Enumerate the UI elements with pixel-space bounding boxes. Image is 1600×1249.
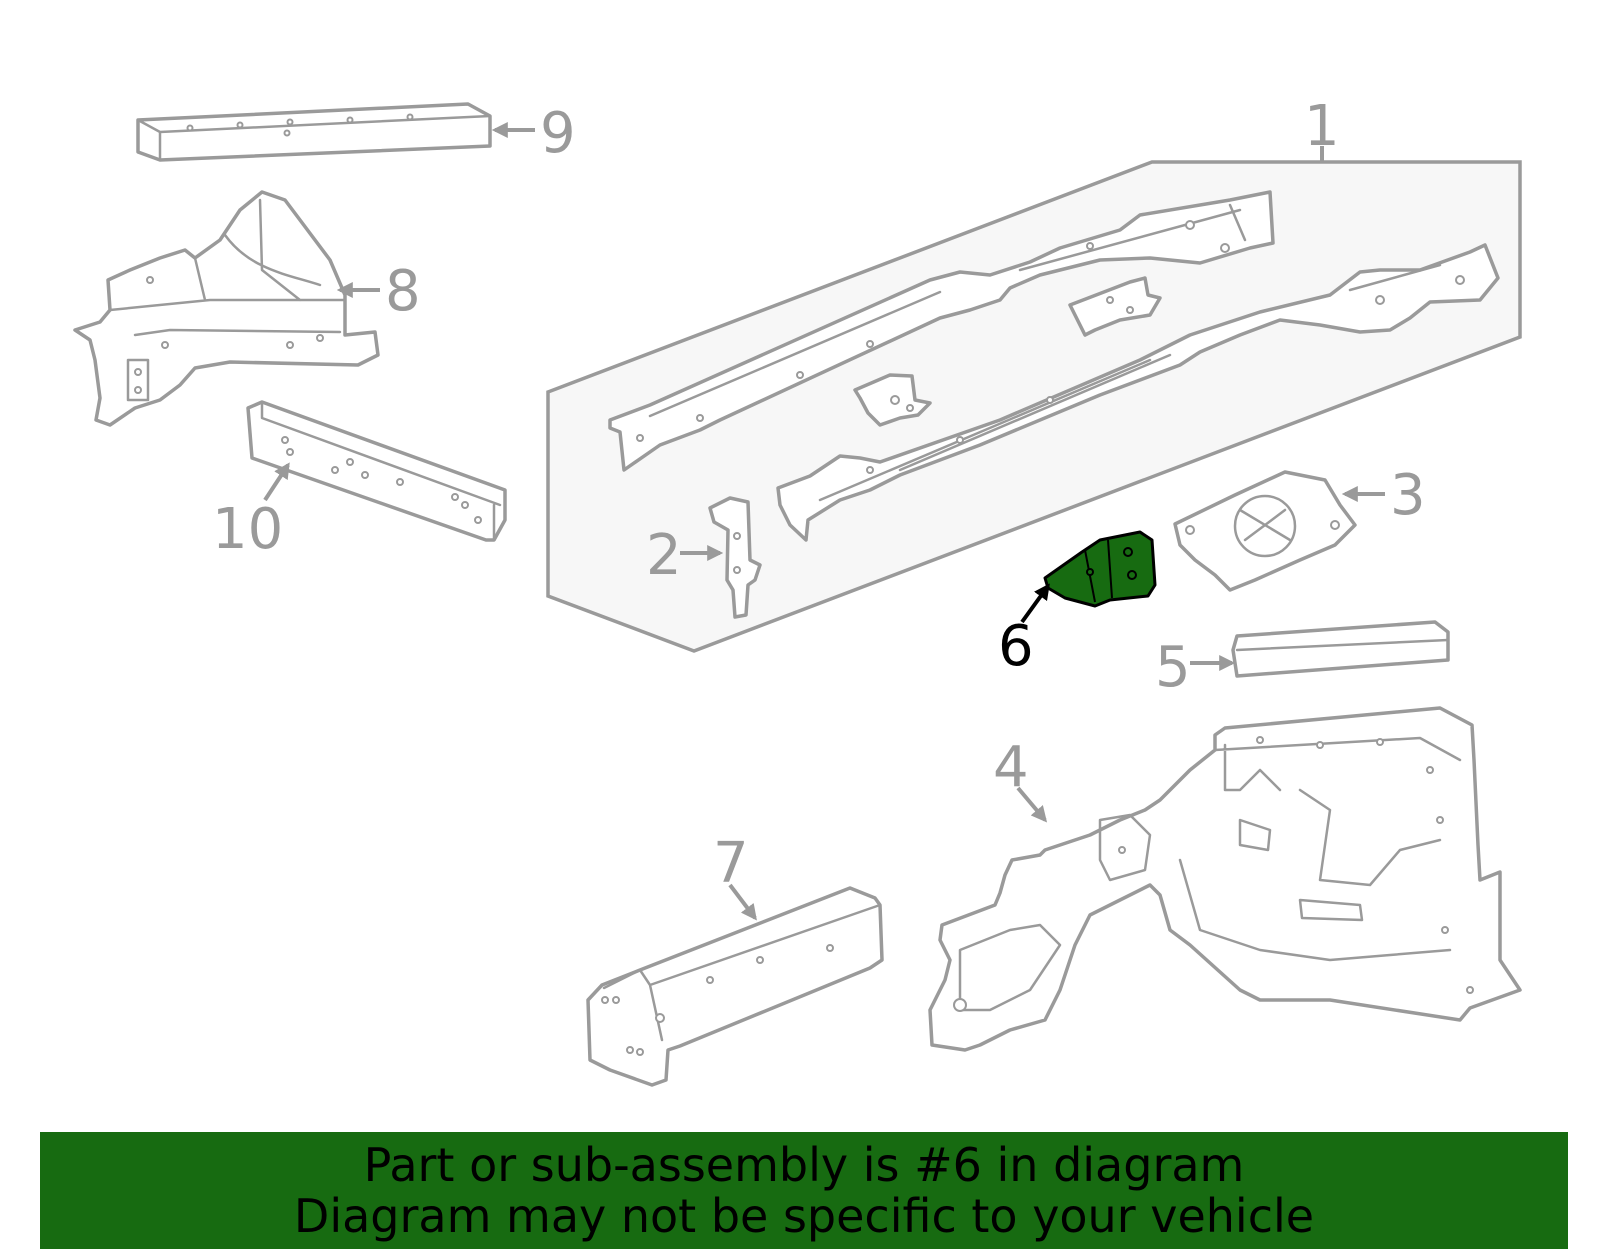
part-10-channel — [246, 400, 507, 542]
callout-2: 2 — [646, 523, 682, 588]
parts-diagram: 1 2 3 4 5 6 7 8 9 10 — [73, 94, 1522, 1087]
part-8-front-rail — [73, 190, 380, 427]
callout-8: 8 — [385, 259, 421, 324]
callout-9: 9 — [540, 101, 576, 166]
callout-1: 1 — [1304, 94, 1340, 159]
frame-bracket-small-b — [1068, 276, 1162, 337]
callout-6: 6 — [998, 614, 1034, 679]
part-5-bar — [1231, 620, 1450, 678]
part-6-bracket-highlighted — [1043, 530, 1157, 608]
part-9-tube — [136, 102, 492, 162]
frame-rail-left — [608, 190, 1275, 472]
banner-line-1: Part or sub-assembly is #6 in diagram — [363, 1137, 1245, 1192]
banner-line-2: Diagram may not be specific to your vehi… — [293, 1188, 1315, 1243]
callout-4: 4 — [993, 735, 1029, 800]
callout-7: 7 — [713, 831, 749, 896]
callout-10: 10 — [212, 497, 283, 562]
info-banner: Part or sub-assembly is #6 in diagram Di… — [40, 1132, 1568, 1249]
part-3-mount — [1173, 470, 1357, 592]
part-7-crossmember — [586, 886, 884, 1087]
callout-5: 5 — [1155, 635, 1191, 700]
frame-bracket-small-a — [853, 373, 932, 427]
part-4-front-structure — [928, 706, 1522, 1052]
frame-rail-right — [776, 243, 1500, 542]
part-2-bracket — [708, 496, 762, 619]
callout-3: 3 — [1390, 463, 1426, 528]
